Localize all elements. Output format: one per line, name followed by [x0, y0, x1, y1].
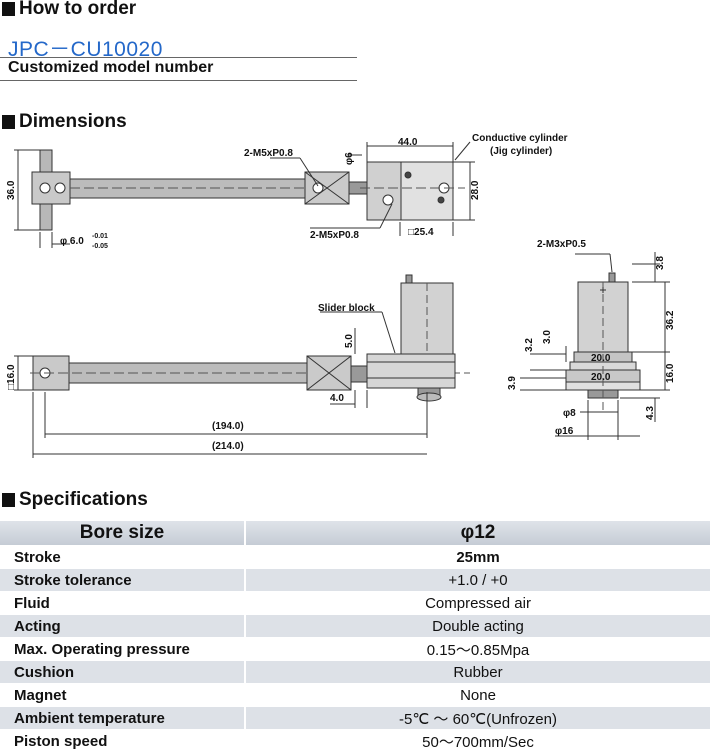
upright-cylinder — [400, 282, 454, 355]
how-to-order-heading: How to order — [2, 0, 136, 20]
dim-label: □16.0 — [6, 364, 17, 390]
table-row: Stroke 25mm — [0, 545, 710, 569]
dim-label: 2-M5xP0.8 — [310, 230, 359, 241]
square-bullet-icon — [2, 115, 15, 129]
dim-label: (Jig cylinder) — [490, 146, 552, 157]
dim-label: φ 6.0 — [60, 236, 84, 247]
side-cylinder — [577, 281, 629, 353]
specifications-title: Specifications — [19, 489, 148, 510]
spec-value: 50～700mm/Sec — [245, 729, 710, 753]
divider — [0, 80, 357, 81]
spec-value: -5℃ ～ 60℃(Unfrozen) — [245, 706, 710, 730]
dim-label: 36.0 — [6, 180, 17, 200]
dim-label: -0.05 — [92, 243, 108, 250]
dim-label: φ16 — [555, 426, 574, 437]
spec-label: Piston speed — [0, 729, 246, 753]
dim-label: 4.0 — [330, 393, 344, 404]
spec-label: Stroke — [0, 545, 246, 569]
dim-label: 44.0 — [398, 137, 418, 148]
spec-label: Acting — [0, 614, 246, 638]
spec-value: +1.0 / +0 — [245, 568, 710, 592]
square-bullet-icon — [2, 493, 15, 507]
spec-label: Fluid — [0, 591, 246, 615]
spec-label: Ambient temperature — [0, 706, 246, 730]
dim-label: 16.0 — [665, 363, 676, 383]
table-row: Piston speed 50～700mm/Sec — [0, 729, 710, 753]
spec-label: Magnet — [0, 683, 246, 707]
spec-value: Rubber — [245, 660, 710, 684]
dim-label: 5.0 — [344, 334, 355, 348]
how-to-order-title: How to order — [19, 0, 137, 19]
dim-label: □25.4 — [408, 227, 434, 238]
model-code: JPC－CU10020 — [8, 38, 163, 61]
spec-value: 0.15～0.85Mpa — [245, 637, 710, 661]
dim-label: Slider block — [318, 303, 375, 314]
dim-label: -0.01 — [92, 233, 108, 240]
table-row: Acting Double acting — [0, 614, 710, 638]
spec-value: Double acting — [245, 614, 710, 638]
dim-label: 20.0 — [591, 372, 611, 383]
dimension-drawing: 2-M5xP0.8 φ6 44.0 Conductive cylinder (J… — [6, 133, 676, 458]
table-row: Fluid Compressed air — [0, 591, 710, 615]
spec-value: None — [245, 683, 710, 707]
square-bullet-icon — [2, 2, 15, 16]
spec-value: Compressed air — [245, 591, 710, 615]
model-description: Customized model number — [8, 59, 214, 76]
dim-label: 3.8 — [655, 256, 666, 270]
spec-label: Cushion — [0, 660, 246, 684]
dim-label: 4.3 — [645, 406, 656, 420]
dim-label: 2-M5xP0.8 — [244, 148, 293, 159]
dim-label: 28.0 — [470, 180, 481, 200]
dim-label: 3.2 — [524, 338, 535, 352]
bore-size-value: φ12 — [245, 521, 710, 546]
dim-label: Conductive cylinder — [472, 133, 568, 144]
specifications-heading: Specifications — [2, 489, 148, 511]
table-row: Ambient temperature -5℃ ～ 60℃(Unfrozen) — [0, 706, 710, 730]
dim-label: (214.0) — [212, 441, 244, 452]
spec-label: Stroke tolerance — [0, 568, 246, 592]
divider — [0, 57, 357, 58]
dim-label: 3.0 — [542, 330, 553, 344]
dim-label: 3.9 — [507, 376, 518, 390]
dim-label: φ8 — [563, 408, 576, 419]
table-row: Cushion Rubber — [0, 660, 710, 684]
dim-label: (194.0) — [212, 421, 244, 432]
table-row: Magnet None — [0, 683, 710, 707]
dim-label: 20.0 — [591, 353, 611, 364]
dim-label: 2-M3xP0.5 — [537, 239, 586, 250]
spec-label: Max. Operating pressure — [0, 637, 246, 661]
spec-value: 25mm — [245, 545, 710, 569]
spec-table: Bore size φ12 Stroke 25mm Stroke toleran… — [0, 521, 710, 753]
table-row: Stroke tolerance +1.0 / +0 — [0, 568, 710, 592]
dimensions-heading: Dimensions — [2, 111, 127, 133]
bore-size-label: Bore size — [0, 521, 246, 546]
dimensions-title: Dimensions — [19, 111, 127, 132]
dim-label: φ6 — [344, 152, 355, 165]
dim-label: 36.2 — [665, 310, 676, 330]
slider-block — [366, 353, 456, 389]
table-row: Max. Operating pressure 0.15～0.85Mpa — [0, 637, 710, 661]
spec-header-row: Bore size φ12 — [0, 521, 710, 546]
